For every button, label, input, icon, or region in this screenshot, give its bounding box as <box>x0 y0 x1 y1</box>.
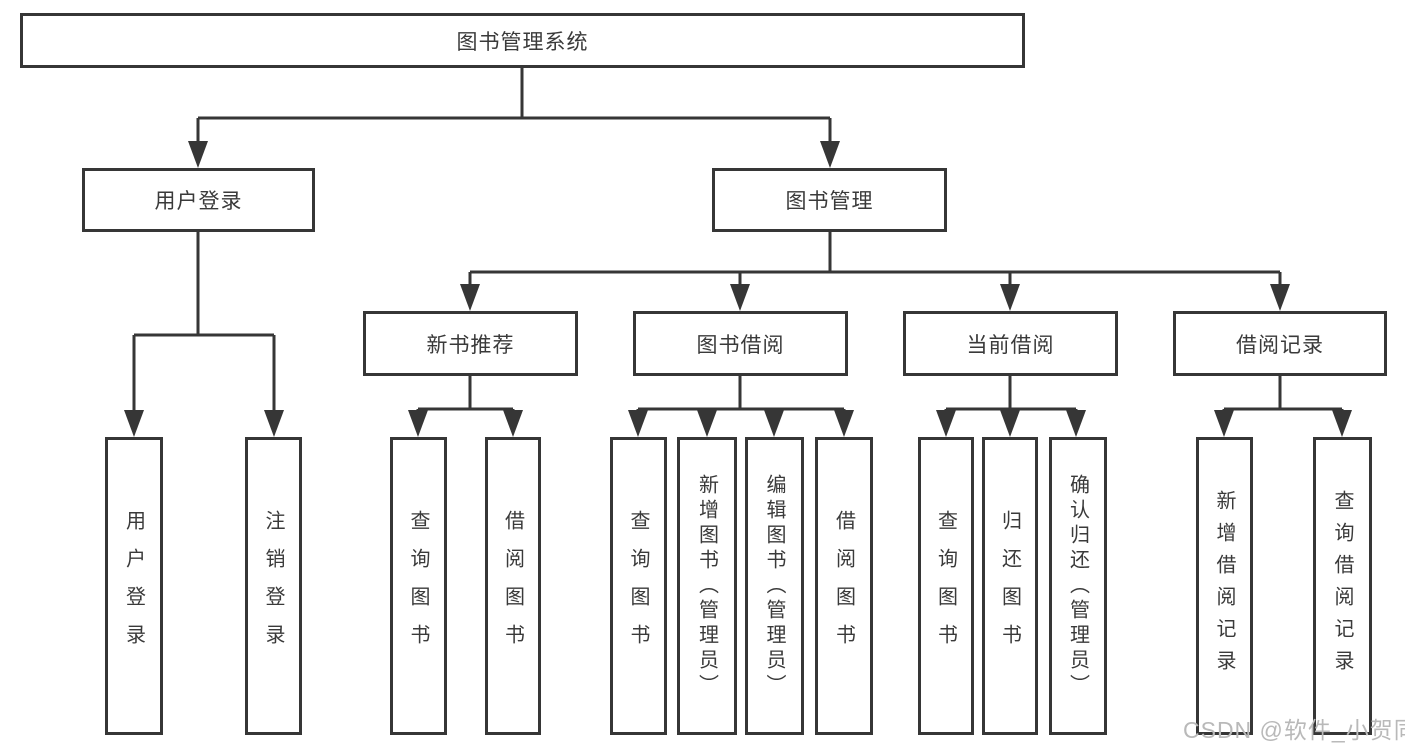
arrowhead <box>1000 284 1020 311</box>
leaf-borrow-books-recommend: 借阅图书 <box>485 437 541 735</box>
arrowhead <box>408 410 428 437</box>
node-book-management: 图书管理 <box>712 168 947 232</box>
leaf-query-books-current: 查询图书 <box>918 437 974 735</box>
arrowhead <box>730 284 750 311</box>
arrowhead <box>264 410 284 437</box>
arrowhead <box>1332 410 1352 437</box>
node-root: 图书管理系统 <box>20 13 1025 68</box>
node-book-management-label: 图书管理 <box>785 190 874 213</box>
node-book-borrowing: 图书借阅 <box>633 311 848 376</box>
leaf-logout-label: 注销登录 <box>262 510 284 662</box>
node-new-book-recommend-label: 新书推荐 <box>426 333 515 357</box>
arrowhead <box>936 410 956 437</box>
arrowhead <box>1270 284 1290 311</box>
node-root-label: 图书管理系统 <box>456 30 589 54</box>
leaf-user-login: 用户登录 <box>105 437 163 735</box>
arrowhead <box>1214 410 1234 437</box>
arrowhead <box>820 141 840 168</box>
arrowhead <box>503 410 523 437</box>
leaf-query-books-recommend: 查询图书 <box>390 437 447 735</box>
leaf-borrow-books-borrowing-label: 借阅图书 <box>832 510 855 662</box>
node-borrowing-records-label: 借阅记录 <box>1236 333 1324 357</box>
arrowhead <box>460 284 480 311</box>
arrowhead <box>834 410 854 437</box>
node-user-login-label: 用户登录 <box>154 190 243 213</box>
node-current-borrowing: 当前借阅 <box>903 311 1118 376</box>
arrowhead <box>188 141 208 168</box>
leaf-user-login-label: 用户登录 <box>122 510 145 662</box>
leaf-edit-books-admin: 编辑图书（管理员） <box>745 437 804 735</box>
leaf-confirm-return-admin: 确认归还（管理员） <box>1049 437 1107 735</box>
node-new-book-recommend: 新书推荐 <box>363 311 578 376</box>
node-borrowing-records: 借阅记录 <box>1173 311 1387 376</box>
node-book-borrowing-label: 图书借阅 <box>696 333 785 357</box>
leaf-edit-books-admin-label: 编辑图书（管理员） <box>763 473 785 699</box>
leaf-return-books-label: 归还图书 <box>998 510 1021 662</box>
arrowhead <box>628 410 648 437</box>
arrowhead <box>1000 410 1020 437</box>
leaf-logout: 注销登录 <box>245 437 302 735</box>
leaf-query-books-current-label: 查询图书 <box>934 510 957 662</box>
leaf-query-books-recommend-label: 查询图书 <box>407 510 429 662</box>
arrowhead <box>764 410 784 437</box>
arrowhead <box>124 410 144 437</box>
leaf-query-borrow-record: 查询借阅记录 <box>1313 437 1372 735</box>
leaf-confirm-return-admin-label: 确认归还（管理员） <box>1066 473 1089 699</box>
node-user-login: 用户登录 <box>82 168 315 232</box>
csdn-watermark: CSDN @软件_小贺同学 <box>1183 717 1405 743</box>
leaf-borrow-books-recommend-label: 借阅图书 <box>501 510 524 662</box>
leaf-add-books-admin-label: 新增图书（管理员） <box>695 473 718 699</box>
arrowhead <box>1066 410 1086 437</box>
arrowheads <box>124 141 1352 437</box>
leaf-borrow-books-borrowing: 借阅图书 <box>815 437 873 735</box>
leaf-add-borrow-record: 新增借阅记录 <box>1196 437 1253 735</box>
node-current-borrowing-label: 当前借阅 <box>966 333 1055 357</box>
arrowhead <box>697 410 717 437</box>
leaf-query-books-borrowing-label: 查询图书 <box>627 510 649 662</box>
leaf-query-books-borrowing: 查询图书 <box>610 437 667 735</box>
leaf-query-borrow-record-label: 查询借阅记录 <box>1331 490 1353 682</box>
leaf-add-borrow-record-label: 新增借阅记录 <box>1213 490 1235 682</box>
leaf-add-books-admin: 新增图书（管理员） <box>677 437 737 735</box>
leaf-return-books: 归还图书 <box>982 437 1038 735</box>
